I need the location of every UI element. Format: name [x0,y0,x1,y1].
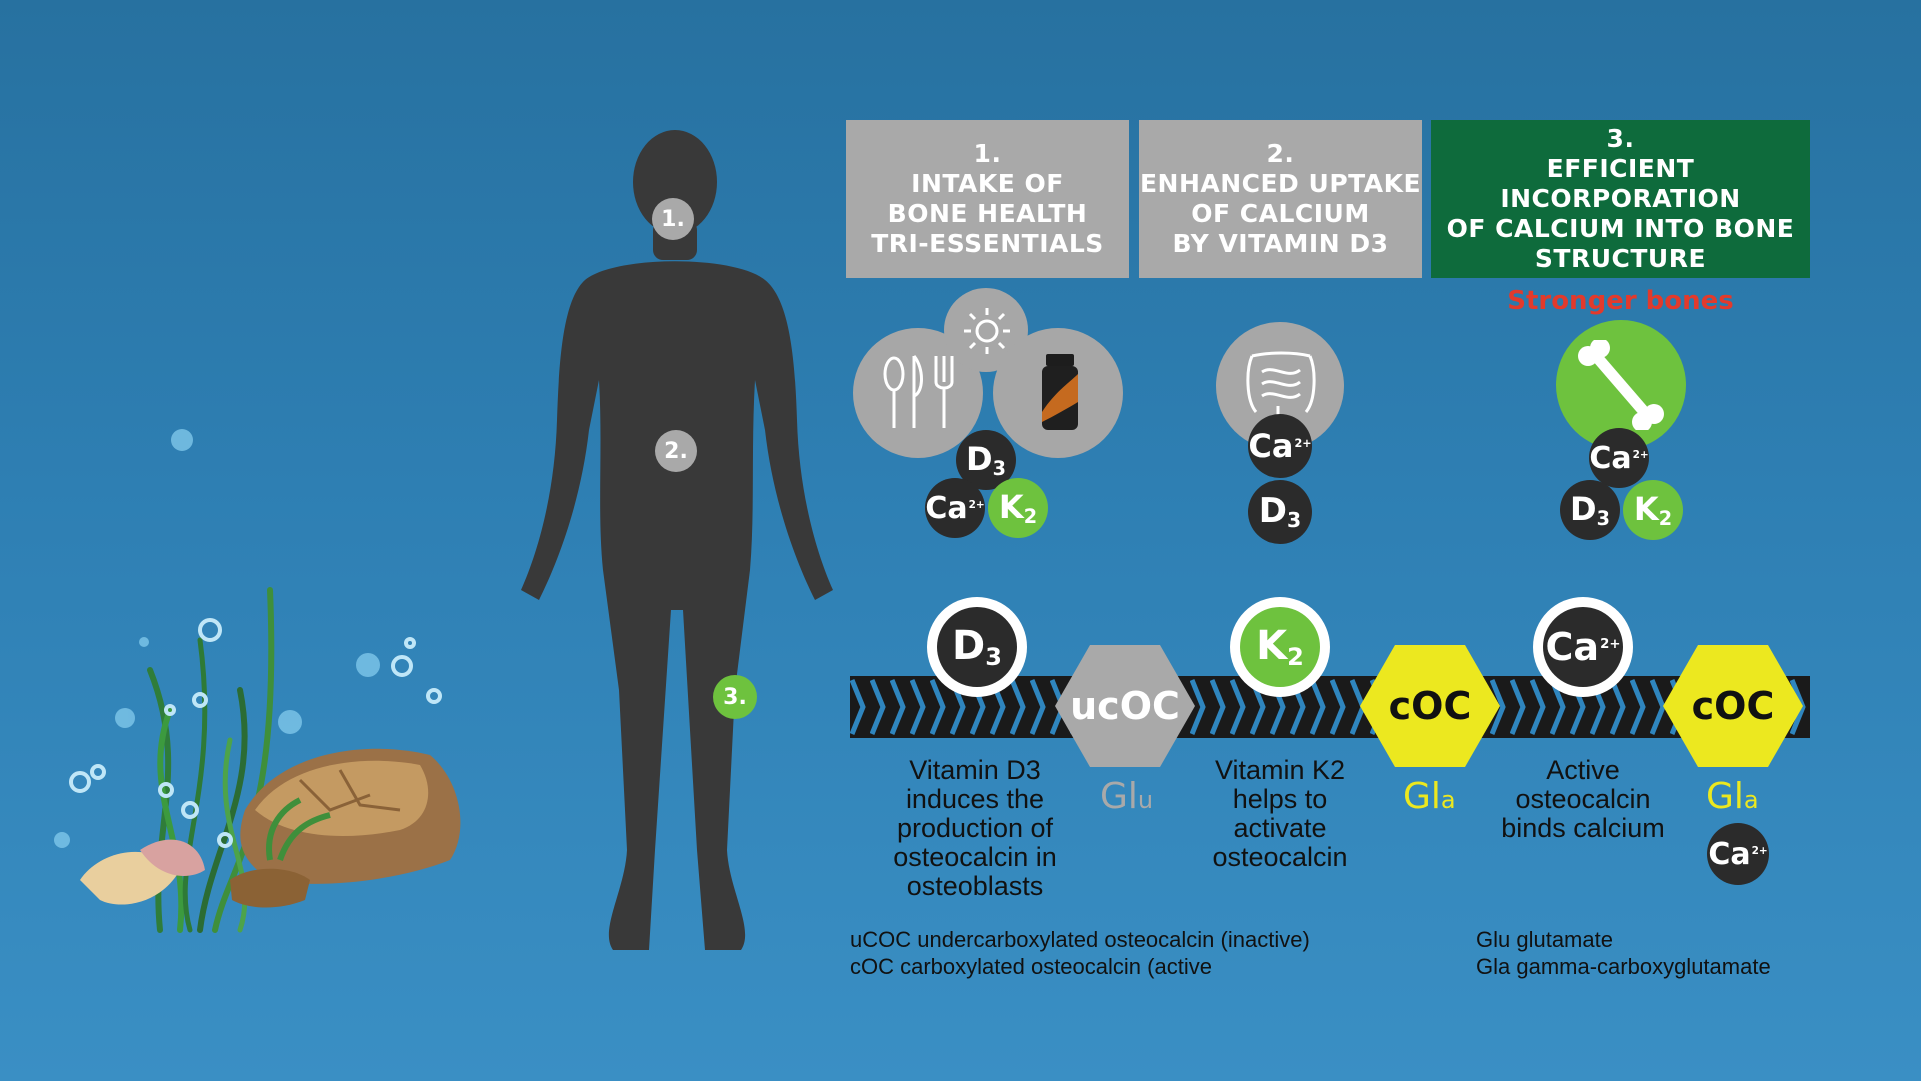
process-arrow-band [850,676,1810,738]
coc-hexagon-1: cOC [1360,645,1500,767]
body-marker-1: 1. [652,198,694,240]
gla-label-1: Gla [1403,776,1456,817]
supplement-bottle-icon [1042,354,1078,430]
legend-left: uCOC undercarboxylated osteocalcin (inac… [850,926,1410,980]
legend-glu: Glu glutamate [1476,927,1613,952]
seabed-decoration [54,429,461,933]
stage-2-header: 2. ENHANCED UPTAKE OF CALCIUM BY VITAMIN… [1139,120,1422,278]
description-ca: Active osteocalcin binds calcium [1501,755,1665,843]
ca-badge-stage2: Ca2+ [1248,414,1312,478]
body-marker-3: 3. [713,675,757,719]
bone-icon [1578,340,1664,430]
gla-label-2: Gla [1706,776,1759,817]
cutlery-icon [883,355,954,428]
intestine-icon [1246,351,1316,416]
stage-1-header: 1. INTAKE OF BONE HEALTH TRI-ESSENTIALS [846,120,1129,278]
k2-badge-stage3: K2 [1623,480,1683,540]
glu-label: Glu [1100,776,1154,817]
ucoc-hexagon: ucOC [1055,645,1195,767]
body-marker-2: 2. [655,430,697,472]
legend-right: Glu glutamate Gla gamma-carboxyglutamate [1476,926,1856,980]
legend-gla: Gla gamma-carboxyglutamate [1476,954,1771,979]
human-silhouette-icon [521,130,833,950]
sun-icon [964,308,1010,354]
description-d3: Vitamin D3 induces the production of ost… [893,755,1057,901]
d3-process-badge: D3 [937,607,1017,687]
d3-badge-stage3: D3 [1560,480,1620,540]
ca-bound-badge: Ca2+ [1707,823,1769,885]
stage-3-header: 3. EFFICIENT INCORPORATION OF CALCIUM IN… [1431,120,1810,278]
ca-process-badge: Ca2+ [1543,607,1623,687]
legend-ucoc: uCOC undercarboxylated osteocalcin (inac… [850,927,1310,952]
ca-badge-stage1: Ca2+ [925,478,985,538]
legend-coc: cOC carboxylated osteocalcin (active [850,954,1212,979]
stronger-bones-label: Stronger bones [1507,286,1734,316]
k2-process-badge: K2 [1240,607,1320,687]
ca-badge-stage3: Ca2+ [1589,428,1649,488]
description-k2: Vitamin K2 helps to activate osteocalcin [1212,755,1348,872]
d3-badge-stage2: D3 [1248,480,1312,544]
coc-hexagon-2: cOC [1663,645,1803,767]
k2-badge-stage1: K2 [988,478,1048,538]
